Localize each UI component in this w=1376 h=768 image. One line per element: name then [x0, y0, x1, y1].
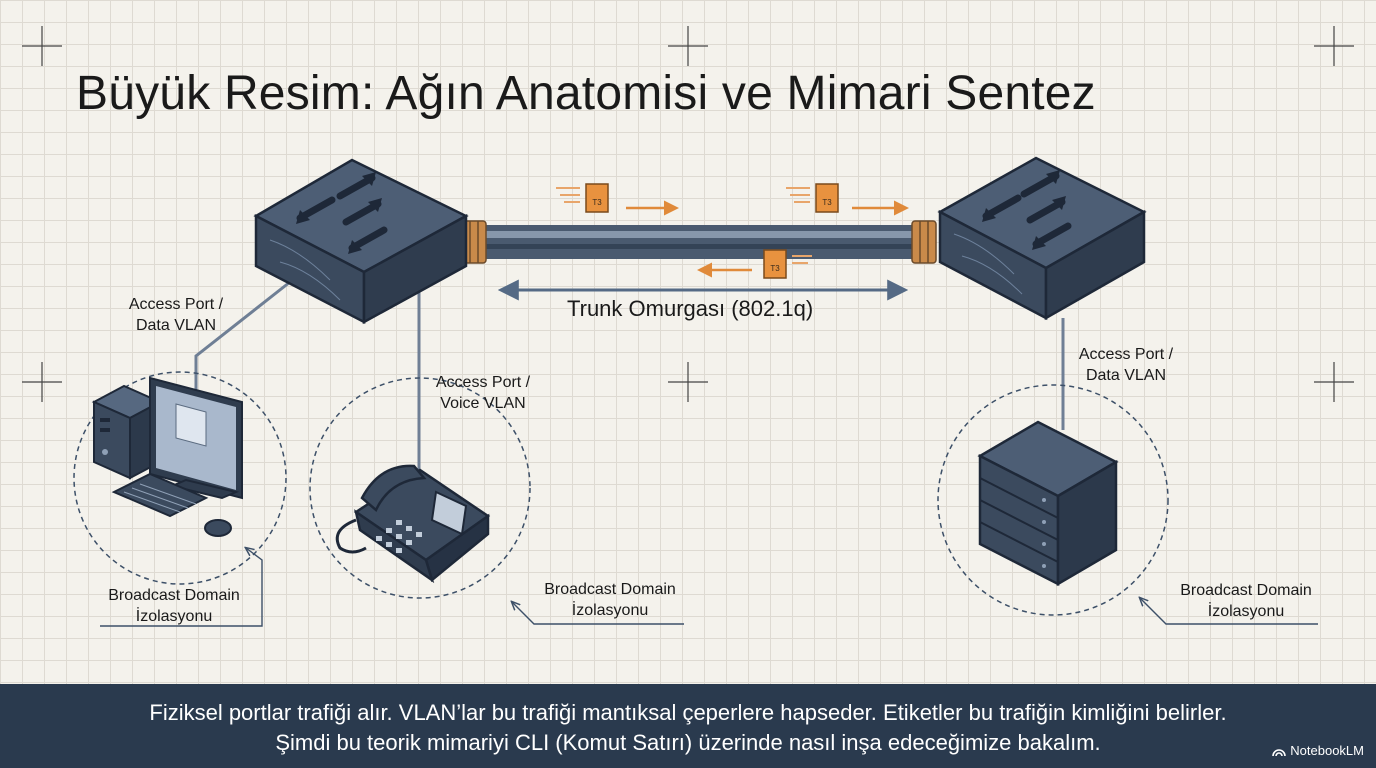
pc-domain-label: Broadcast Domain İzolasyonu: [92, 585, 256, 627]
domain-leader-lines: [100, 548, 1318, 627]
pc-port-label: Access Port / Data VLAN: [108, 294, 244, 336]
server-port-line1: Access Port /: [1078, 346, 1174, 363]
server-domain-label: Broadcast Domain İzolasyonu: [1164, 580, 1328, 622]
broadcast-domain-pc: [73, 371, 287, 585]
phone-port-line2: Voice VLAN: [440, 395, 526, 412]
packet-1: T3: [556, 183, 679, 216]
pc-cable: [194, 280, 291, 392]
footer-line-2: Şimdi bu teorik mimariyi CLI (Komut Satı…: [275, 730, 1101, 755]
brand-name: NotebookLM: [1290, 743, 1364, 758]
pc-port-line1: Access Port /: [128, 296, 224, 313]
packet-3-tag: T3: [770, 264, 780, 273]
server-domain-line2: İzolasyonu: [1207, 603, 1285, 620]
broadcast-domain-phone: [309, 377, 531, 599]
ip-phone-icon: [335, 464, 491, 584]
page-title: Büyük Resim: Ağın Anatomisi ve Mimari Se…: [76, 67, 1096, 120]
packet-2: T3: [786, 183, 909, 216]
brand-watermark: NotebookLM: [1272, 743, 1364, 758]
switch-right-icon: [937, 156, 1147, 321]
broadcast-domain-server: [937, 384, 1169, 616]
packet-2-tag: T3: [822, 198, 832, 207]
crosshair-marks: [22, 26, 1354, 402]
phone-domain-line2: İzolasyonu: [571, 602, 649, 619]
notebooklm-logo-icon: [1272, 748, 1287, 756]
footer-text: Fiziksel portlar trafiği alır. VLAN’lar …: [0, 698, 1376, 758]
packet-3: T3: [697, 249, 812, 279]
phone-port-label: Access Port / Voice VLAN: [414, 372, 552, 414]
server-port-line2: Data VLAN: [1085, 367, 1167, 384]
network-diagram: T3 T3 T3: [22, 26, 1354, 627]
desktop-computer-icon: [91, 376, 243, 537]
server-port-label: Access Port / Data VLAN: [1058, 344, 1194, 386]
phone-domain-label: Broadcast Domain İzolasyonu: [528, 579, 692, 621]
footer-line-1: Fiziksel portlar trafiği alır. VLAN’lar …: [149, 700, 1227, 725]
pc-domain-line2: İzolasyonu: [135, 608, 213, 625]
footer-bar: Fiziksel portlar trafiği alır. VLAN’lar …: [0, 684, 1376, 768]
server-domain-line1: Broadcast Domain: [1180, 582, 1312, 599]
phone-domain-line1: Broadcast Domain: [544, 581, 676, 598]
trunk-cable: [461, 220, 937, 264]
packet-1-tag: T3: [592, 198, 602, 207]
trunk-label: Trunk Omurgası (802.1q): [567, 296, 814, 321]
phone-port-line1: Access Port /: [435, 374, 531, 391]
pc-domain-line1: Broadcast Domain: [108, 587, 240, 604]
pc-port-line2: Data VLAN: [135, 317, 217, 334]
switch-left-icon: [253, 158, 469, 325]
server-rack-icon: [977, 420, 1119, 587]
